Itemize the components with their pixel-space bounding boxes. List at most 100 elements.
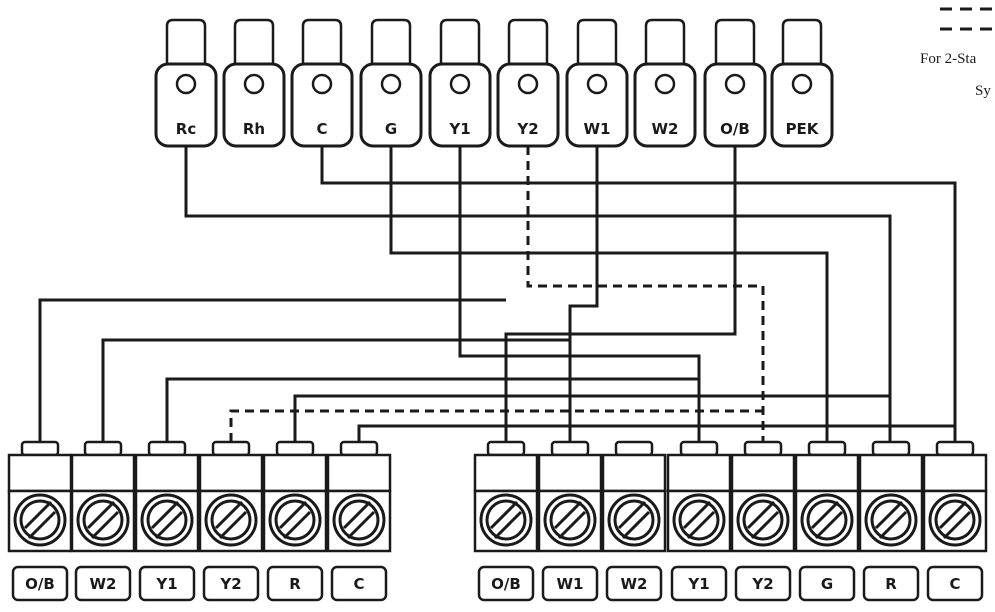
connector-nub: [935, 440, 975, 457]
thermostat-terminal-label: Rc: [176, 120, 196, 138]
terminal-housing: [666, 453, 732, 493]
thermostat-terminal-label: Y1: [448, 120, 470, 138]
terminal-tab: [576, 18, 618, 64]
terminal-body: [222, 62, 286, 148]
terminal-tab: [165, 18, 207, 64]
right-block-terminal-y2: Y2: [730, 440, 796, 602]
screw-icon: [800, 493, 854, 547]
terminal-hole-icon: [311, 73, 333, 95]
thermostat-terminal-label: PEK: [786, 120, 820, 138]
thermostat-terminal-label: W1: [584, 120, 611, 138]
wire-left-o-b: [38, 298, 506, 442]
terminal-body: [359, 62, 423, 148]
legend-text-line-1: For 2-Sta: [920, 51, 977, 67]
terminal-hole-icon: [380, 73, 402, 95]
thermostat-terminal-label: Rh: [243, 120, 265, 138]
left-block-terminal-c: C: [326, 440, 392, 602]
terminal-tab: [301, 18, 343, 64]
wire-left-y2: [229, 409, 763, 442]
terminal-tab: [370, 18, 412, 64]
thermostat-terminal-y2: Y2: [496, 18, 560, 148]
label-box: [798, 565, 856, 602]
right-block-terminal-label: R: [885, 575, 897, 593]
thermostat-terminal-g: G: [359, 18, 423, 148]
terminal-housing: [537, 453, 603, 493]
terminal-housing: [730, 453, 796, 493]
connector-nub: [211, 440, 251, 457]
wire-left-w2: [101, 338, 570, 442]
left-block-terminal-label: W2: [90, 575, 117, 593]
thermostat-terminal-rc: Rc: [154, 18, 218, 148]
thermostat-terminal-y1: Y1: [428, 18, 492, 148]
connector-nub: [679, 440, 719, 457]
label-box: [670, 565, 728, 602]
screw-icon: [76, 493, 130, 547]
terminal-hole-icon: [517, 73, 539, 95]
thermostat-terminal-w2: W2: [633, 18, 697, 148]
terminal-hole-icon: [654, 73, 676, 95]
wire-left-y1: [165, 377, 699, 442]
terminal-hole-icon: [586, 73, 608, 95]
left-block-terminal-label: Y2: [219, 575, 241, 593]
screw-icon: [607, 493, 661, 547]
screw-icon: [543, 493, 597, 547]
right-block-terminal-r: R: [858, 440, 924, 602]
thermostat-terminal-o-b: O/B: [703, 18, 767, 148]
left-block-terminal-y2: Y2: [198, 440, 264, 602]
right-block-terminal-label: Y1: [687, 575, 709, 593]
legend: For 2-Sta Sy: [920, 7, 995, 99]
terminal-housing: [262, 453, 328, 493]
connector-nub: [743, 440, 783, 457]
connector-nub: [275, 440, 315, 457]
left-block-terminal-o-b: O/B: [7, 440, 73, 602]
connector-nub: [83, 440, 123, 457]
terminal-housing: [601, 453, 667, 493]
label-box: [202, 565, 260, 602]
right-block-terminal-label: C: [949, 575, 960, 593]
connector-nub: [486, 440, 526, 457]
terminal-tab: [714, 18, 756, 64]
connector-nub: [807, 440, 847, 457]
left-block-terminal-label: R: [289, 575, 301, 593]
wire-o-b: [504, 146, 737, 442]
terminal-hole-icon: [175, 73, 197, 95]
wire-rc: [184, 146, 892, 442]
wire-c: [320, 146, 957, 442]
terminal-tab: [644, 18, 686, 64]
connector-nub: [20, 440, 60, 457]
screw-icon: [864, 493, 918, 547]
terminal-housing: [858, 453, 924, 493]
wire-left-r: [293, 394, 890, 442]
right-block-terminal-w1: W1: [537, 440, 603, 602]
screw-icon: [672, 493, 726, 547]
thermostat-terminal-w1: W1: [565, 18, 629, 148]
legend-text-line-2: Sy: [975, 83, 991, 99]
screw-icon: [332, 493, 386, 547]
terminal-body: [565, 62, 629, 148]
terminal-housing: [7, 453, 73, 493]
label-box: [541, 565, 599, 602]
terminal-body: [496, 62, 560, 148]
wire-left-c: [357, 424, 955, 442]
label-box: [330, 565, 388, 602]
terminal-tab: [781, 18, 823, 64]
terminal-body: [154, 62, 218, 148]
wires: [38, 146, 957, 442]
label-box: [138, 565, 196, 602]
wire-w1: [568, 146, 599, 442]
thermostat-terminal-pek: PEK: [770, 18, 834, 148]
terminal-tab: [439, 18, 481, 64]
right-block-terminal-label: W2: [621, 575, 648, 593]
label-box: [734, 565, 792, 602]
label-box: [926, 565, 984, 602]
right-block-terminal-label: G: [821, 575, 833, 593]
terminal-body: [290, 62, 354, 148]
terminal-housing: [473, 453, 539, 493]
thermostat-terminal-label: W2: [652, 120, 679, 138]
terminal-body: [770, 62, 834, 148]
terminal-hole-icon: [449, 73, 471, 95]
